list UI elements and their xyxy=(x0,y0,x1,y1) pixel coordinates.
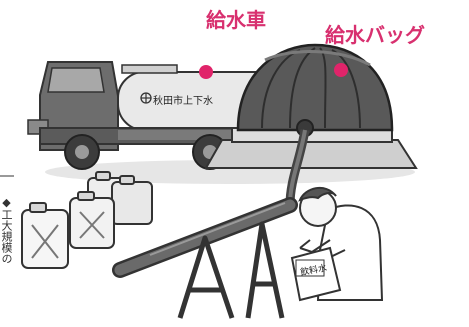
truck-marker-dot xyxy=(199,65,213,79)
water-truck-label: 給水車 xyxy=(206,8,266,32)
side-caption: ◆工大規模の xyxy=(0,196,13,264)
water-sack-drawing xyxy=(290,246,342,302)
truck-marking-text: 秋田市上下水 xyxy=(153,96,213,107)
bag-marker-dot xyxy=(334,63,348,77)
water-bag-label: 給水バッグ xyxy=(325,23,425,47)
jerry-cans-drawing xyxy=(21,171,153,269)
stand-drawing xyxy=(177,221,285,319)
person-drawing xyxy=(298,186,384,301)
water-bag-drawing xyxy=(204,43,418,169)
